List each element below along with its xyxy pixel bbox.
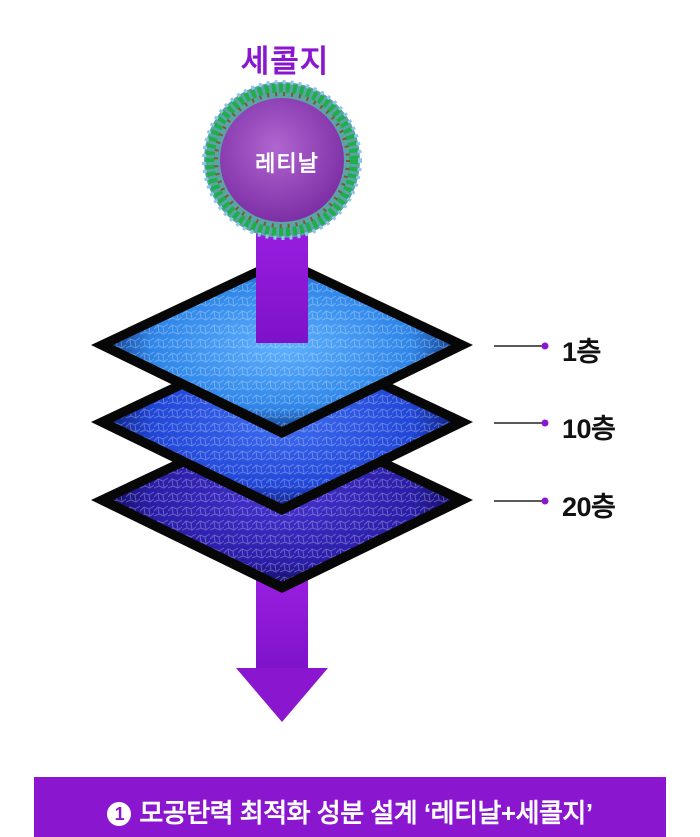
feature-banner: 1 모공탄력 최적화 성분 설계 ‘레티날+세콜지’ [34, 777, 666, 837]
diagram-canvas: 세콜지 레티날 1층 10층 20층 1 모공탄력 최적화 성분 설계 ‘레티날+… [34, 44, 666, 837]
layer-1 [91, 255, 473, 438]
banner-text: 모공탄력 최적화 성분 설계 ‘레티날+세콜지’ [139, 798, 593, 828]
core-label: 레티날 [255, 151, 319, 176]
layer-label-20: 20층 [562, 492, 616, 522]
layer-label-10: 10층 [562, 414, 616, 444]
banner-text-row: 1 모공탄력 최적화 성분 설계 ‘레티날+세콜지’ [34, 793, 666, 830]
particle-title: 세콜지 [240, 44, 330, 79]
callout-20 [494, 497, 549, 505]
layer-label-1: 1층 [562, 337, 601, 367]
down-arrow-shaft [256, 578, 308, 673]
callout-10 [494, 419, 549, 427]
liposome-particle [202, 80, 362, 240]
top-stem [256, 225, 308, 343]
callout-1 [494, 342, 549, 350]
banner-number-badge: 1 [107, 802, 132, 826]
layer-diagram-graphic [91, 80, 549, 722]
down-arrow-head [236, 668, 328, 722]
